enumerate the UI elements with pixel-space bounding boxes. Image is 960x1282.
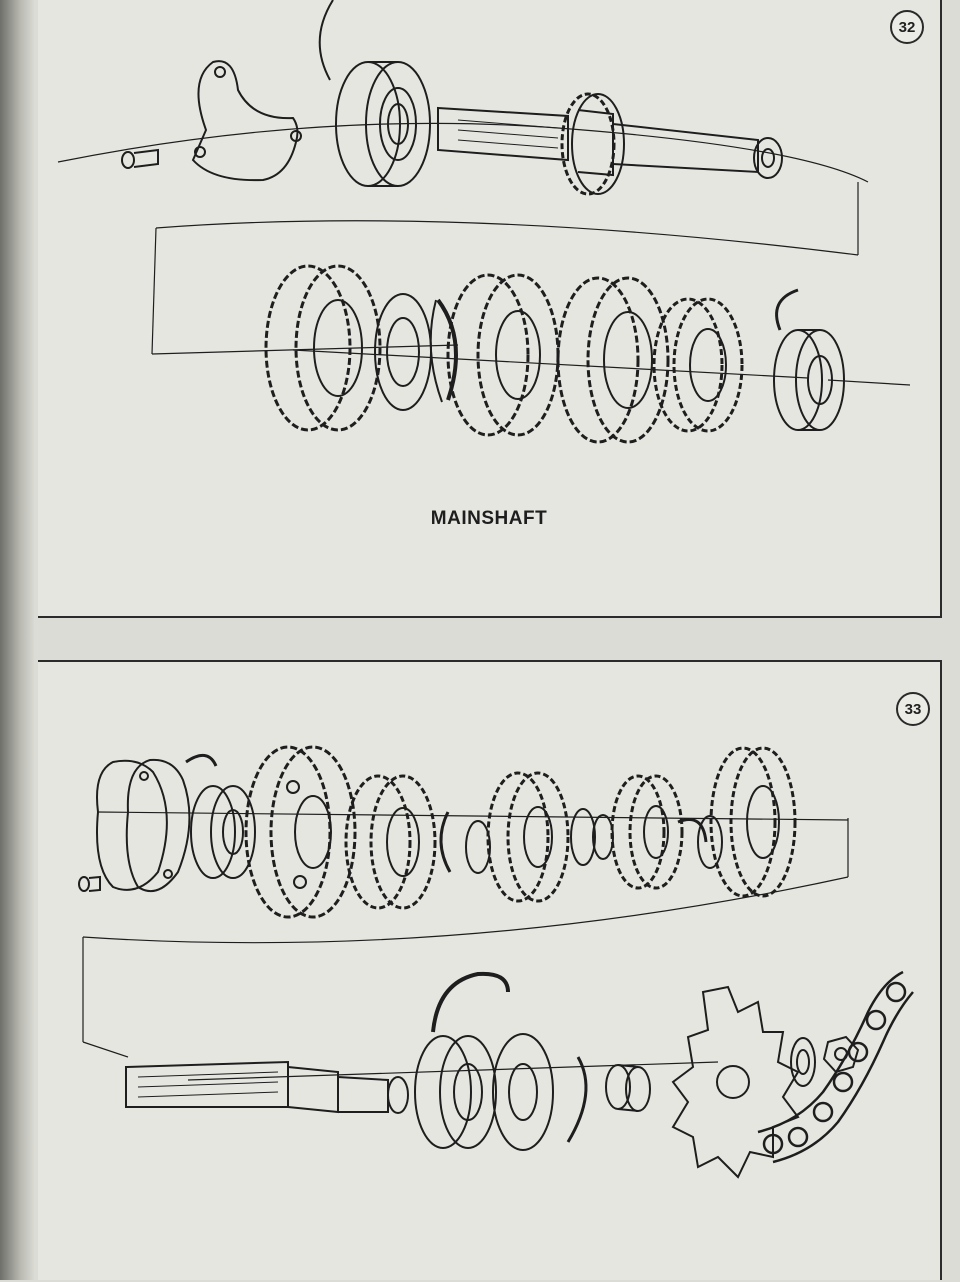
mainshaft-exploded-diagram (38, 0, 942, 618)
oil-seal (493, 1034, 553, 1150)
washer (466, 821, 490, 873)
spacer-sleeve (606, 1065, 650, 1111)
gearbox-sprocket (673, 987, 798, 1177)
gear-b (346, 776, 435, 908)
circlip (186, 755, 216, 766)
gear-e (711, 748, 795, 896)
band-line (152, 345, 458, 354)
circlip (568, 1057, 586, 1142)
band-line (156, 221, 858, 255)
washer (698, 816, 722, 868)
gear-d (612, 776, 682, 888)
gear-c (488, 773, 568, 901)
cover-plate (127, 760, 190, 891)
circlip (320, 0, 333, 80)
retainer-plate (193, 61, 297, 180)
shaft-gear (562, 94, 624, 194)
screw (122, 150, 158, 168)
figure-32-panel: 32 (38, 0, 942, 618)
layshaft-exploded-diagram (38, 662, 942, 1282)
band-line (83, 877, 848, 943)
band-line (83, 1042, 128, 1057)
large-gear (246, 747, 355, 917)
circlip (433, 974, 508, 1032)
ball-bearing (191, 786, 255, 878)
axis-line (188, 1062, 718, 1080)
gasket (97, 761, 167, 890)
retainer-hole (291, 131, 301, 141)
gear-3 (558, 278, 668, 442)
washer (571, 809, 595, 865)
screw (79, 877, 100, 891)
axis-line (98, 812, 848, 820)
band-line (152, 228, 156, 354)
thrust-washer (375, 294, 431, 410)
axis-line (293, 350, 808, 378)
retainer-hole (215, 67, 225, 77)
gear-2 (448, 275, 558, 435)
ball-bearing (415, 1036, 496, 1148)
book-gutter-shadow (0, 0, 34, 1280)
circlip (678, 820, 706, 843)
gear-1 (266, 266, 380, 430)
end-bearing (774, 330, 844, 430)
retainer-hole (195, 147, 205, 157)
cover-hole (140, 772, 148, 780)
lock-washer (791, 1038, 815, 1086)
ball-bearing (336, 62, 430, 186)
end-circlip (777, 290, 798, 330)
axis-line (828, 380, 910, 385)
figure-33-panel: 33 (38, 660, 942, 1280)
cover-hole (164, 870, 172, 878)
figure-caption: MAINSHAFT (430, 508, 548, 529)
drive-chain (758, 972, 913, 1162)
figure-number-badge: 33 (896, 692, 930, 726)
gear-4 (654, 299, 742, 431)
layshaft (126, 1062, 408, 1113)
circlip (441, 812, 450, 872)
figure-number-badge: 32 (890, 10, 924, 44)
